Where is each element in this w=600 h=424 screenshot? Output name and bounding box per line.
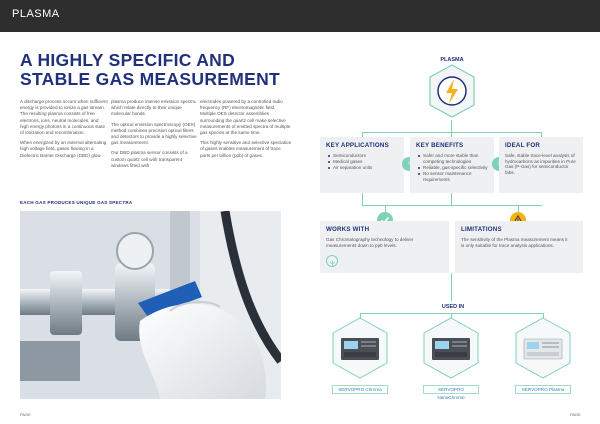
connector-line — [451, 193, 453, 205]
limitations-box: LIMITATIONS The sensitivity of the Plasm… — [455, 221, 583, 273]
works-with-title: WORKS WITH — [326, 226, 370, 233]
product-image-plasma — [514, 316, 572, 380]
connector-line — [451, 132, 453, 138]
title-line-2: STABLE GAS MEASUREMENT — [20, 69, 281, 89]
key-applications-title: KEY APPLICATIONS — [326, 142, 389, 149]
connector-line — [451, 273, 453, 301]
works-with-box: WORKS WITH Gas Chromatography technology… — [320, 221, 449, 273]
connector-line — [451, 313, 453, 320]
product-label-chroma: SERVOPRO Chroma — [332, 385, 388, 394]
paragraph: electrodes powered by a controlled radio… — [200, 99, 291, 136]
connector-line — [360, 313, 362, 320]
list-item: Medical gases — [328, 159, 372, 165]
paragraph: plasma produce intense emission spectra … — [111, 99, 196, 117]
lightning-icon — [446, 79, 458, 104]
limitations-title: LIMITATIONS — [461, 226, 502, 233]
connector-line — [362, 132, 364, 138]
page-number-right: PAGE — [570, 412, 581, 417]
gas-cylinder-photo — [20, 211, 281, 399]
ideal-for-text: Safe, stable trace-level analysis of hyd… — [505, 153, 576, 175]
product-label-nanochrome: SERVOPRO NanoChrome — [423, 385, 479, 400]
body-column-1: A discharge process occurs when sufficie… — [20, 99, 108, 163]
antenna-icon — [326, 255, 338, 267]
key-applications-box: KEY APPLICATIONS Semiconductors Medical … — [320, 137, 404, 193]
title-line-1: A HIGHLY SPECIFIC AND — [20, 50, 236, 70]
paragraph: A discharge process occurs when sufficie… — [20, 99, 108, 136]
body-column-2: plasma produce intense emission spectra … — [111, 99, 199, 173]
list-item: Semiconductors — [328, 153, 372, 159]
key-benefits-title: KEY BENEFITS — [416, 142, 464, 149]
ideal-for-box: IDEAL FOR Safe, stable trace-level analy… — [499, 137, 583, 193]
connector-line — [362, 205, 542, 207]
product-label-plasma: SERVOPRO Plasma — [515, 385, 571, 394]
works-with-text: Gas Chromatography technology to deliver… — [326, 237, 414, 248]
list-item: No sensor maintenance requirements — [418, 171, 490, 182]
connector-line — [362, 193, 364, 205]
key-benefits-box: KEY BENEFITS Safer and more stable than … — [410, 137, 494, 193]
list-item: Air separation units — [328, 165, 372, 171]
paragraph: When energized by an external alternatin… — [20, 140, 107, 158]
product-image-chroma — [331, 316, 389, 380]
plasma-hex — [427, 63, 477, 119]
paragraph: Our DBD plasma sensor consists of a cust… — [111, 150, 188, 168]
ideal-for-title: IDEAL FOR — [505, 142, 541, 149]
section-header-bar: PLASMA — [0, 0, 600, 32]
key-applications-list: Semiconductors Medical gases Air separat… — [328, 153, 372, 172]
page-number-left: PAGE — [20, 412, 31, 417]
photo-heading: EACH GAS PRODUCES UNIQUE GAS SPECTRA — [20, 200, 133, 205]
paragraph: The optical emission spectroscopy (OES) … — [111, 121, 197, 146]
used-in-label: USED IN — [441, 304, 465, 310]
connector-line — [451, 120, 453, 132]
key-benefits-list: Safer and more stable than competing tec… — [418, 153, 490, 183]
list-item: Safer and more stable than competing tec… — [418, 153, 490, 164]
body-column-3: electrodes powered by a controlled radio… — [200, 99, 292, 163]
page-title: A HIGHLY SPECIFIC AND STABLE GAS MEASURE… — [20, 51, 290, 89]
list-item: Reliable, gas-specific selectivity — [418, 165, 490, 171]
paragraph: This highly sensitive and selective spec… — [200, 140, 292, 158]
product-image-nanochrome — [422, 316, 480, 380]
connector-line — [541, 132, 543, 138]
connector-line — [543, 313, 545, 320]
plasma-label: PLASMA — [440, 57, 464, 63]
limitations-text: The sensitivity of the Plasma measuremen… — [461, 237, 568, 248]
section-label: PLASMA — [12, 8, 60, 20]
